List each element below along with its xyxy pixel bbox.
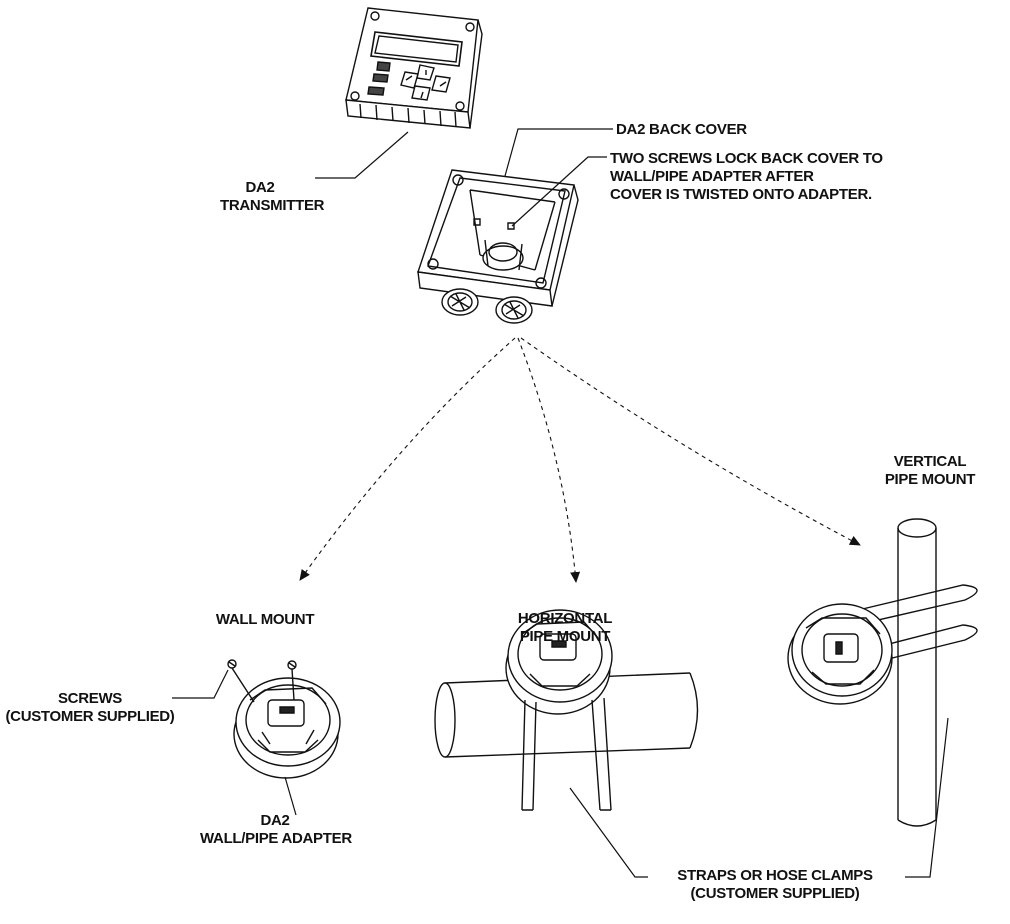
horizontal-mount-label: HORIZONTAL PIPE MOUNT <box>505 610 625 646</box>
transmitter-label-line1: DA2 <box>245 179 275 196</box>
mount-arrows <box>299 338 861 583</box>
screws-note-line1: TWO SCREWS LOCK BACK COVER TO <box>610 150 883 167</box>
top-leaders <box>315 129 613 226</box>
horizontal-mount-line2: PIPE MOUNT <box>519 628 611 645</box>
transmitter-label-line2: TRANSMITTER <box>220 197 325 214</box>
straps-label: STRAPS OR HOSE CLAMPS (CUSTOMER SUPPLIED… <box>650 867 900 903</box>
screws-leader <box>172 670 228 698</box>
back-cover-label: DA2 BACK COVER <box>616 121 747 138</box>
vertical-mount-line1: VERTICAL <box>893 453 967 470</box>
screws-label-line2: (CUSTOMER SUPPLIED) <box>5 708 175 725</box>
adapter-leader <box>285 777 296 815</box>
straps-leader-vertical <box>905 718 948 877</box>
adapter-label-line2: WALL/PIPE ADAPTER <box>200 830 352 847</box>
screws-note-line3: COVER IS TWISTED ONTO ADAPTER. <box>610 186 872 203</box>
arrow-to-wall-mount <box>299 338 515 581</box>
bottom-leaders <box>172 670 948 877</box>
straps-leader-horizontal <box>570 788 648 877</box>
wall-mount-label: WALL MOUNT <box>215 611 315 628</box>
straps-label-line2: (CUSTOMER SUPPLIED) <box>690 885 860 902</box>
transmitter-illustration <box>346 8 482 128</box>
wall-adapter-illustration <box>228 660 340 778</box>
transmitter-label: DA2 TRANSMITTER <box>220 179 325 215</box>
vertical-mount-line2: PIPE MOUNT <box>884 471 976 488</box>
screws-note-line2: WALL/PIPE ADAPTER AFTER <box>610 168 814 185</box>
screws-note-leader <box>512 157 607 226</box>
arrow-to-horizontal-mount <box>518 338 581 583</box>
back-cover-leader <box>505 129 613 176</box>
adapter-label: DA2 WALL/PIPE ADAPTER <box>200 812 352 848</box>
vertical-pipe-illustration <box>788 519 977 826</box>
straps-label-line1: STRAPS OR HOSE CLAMPS <box>677 867 873 884</box>
back-cover-illustration <box>418 170 578 323</box>
arrow-to-vertical-mount <box>521 338 861 545</box>
screws-label: SCREWS (CUSTOMER SUPPLIED) <box>5 690 175 726</box>
screws-label-line1: SCREWS <box>57 690 123 707</box>
vertical-mount-label: VERTICAL PIPE MOUNT <box>870 453 990 489</box>
transmitter-leader <box>315 132 408 178</box>
horizontal-mount-line1: HORIZONTAL <box>517 610 613 627</box>
adapter-label-line1: DA2 <box>260 812 290 829</box>
screws-note-label: TWO SCREWS LOCK BACK COVER TO WALL/PIPE … <box>610 150 883 204</box>
horizontal-pipe-illustration <box>435 610 698 810</box>
